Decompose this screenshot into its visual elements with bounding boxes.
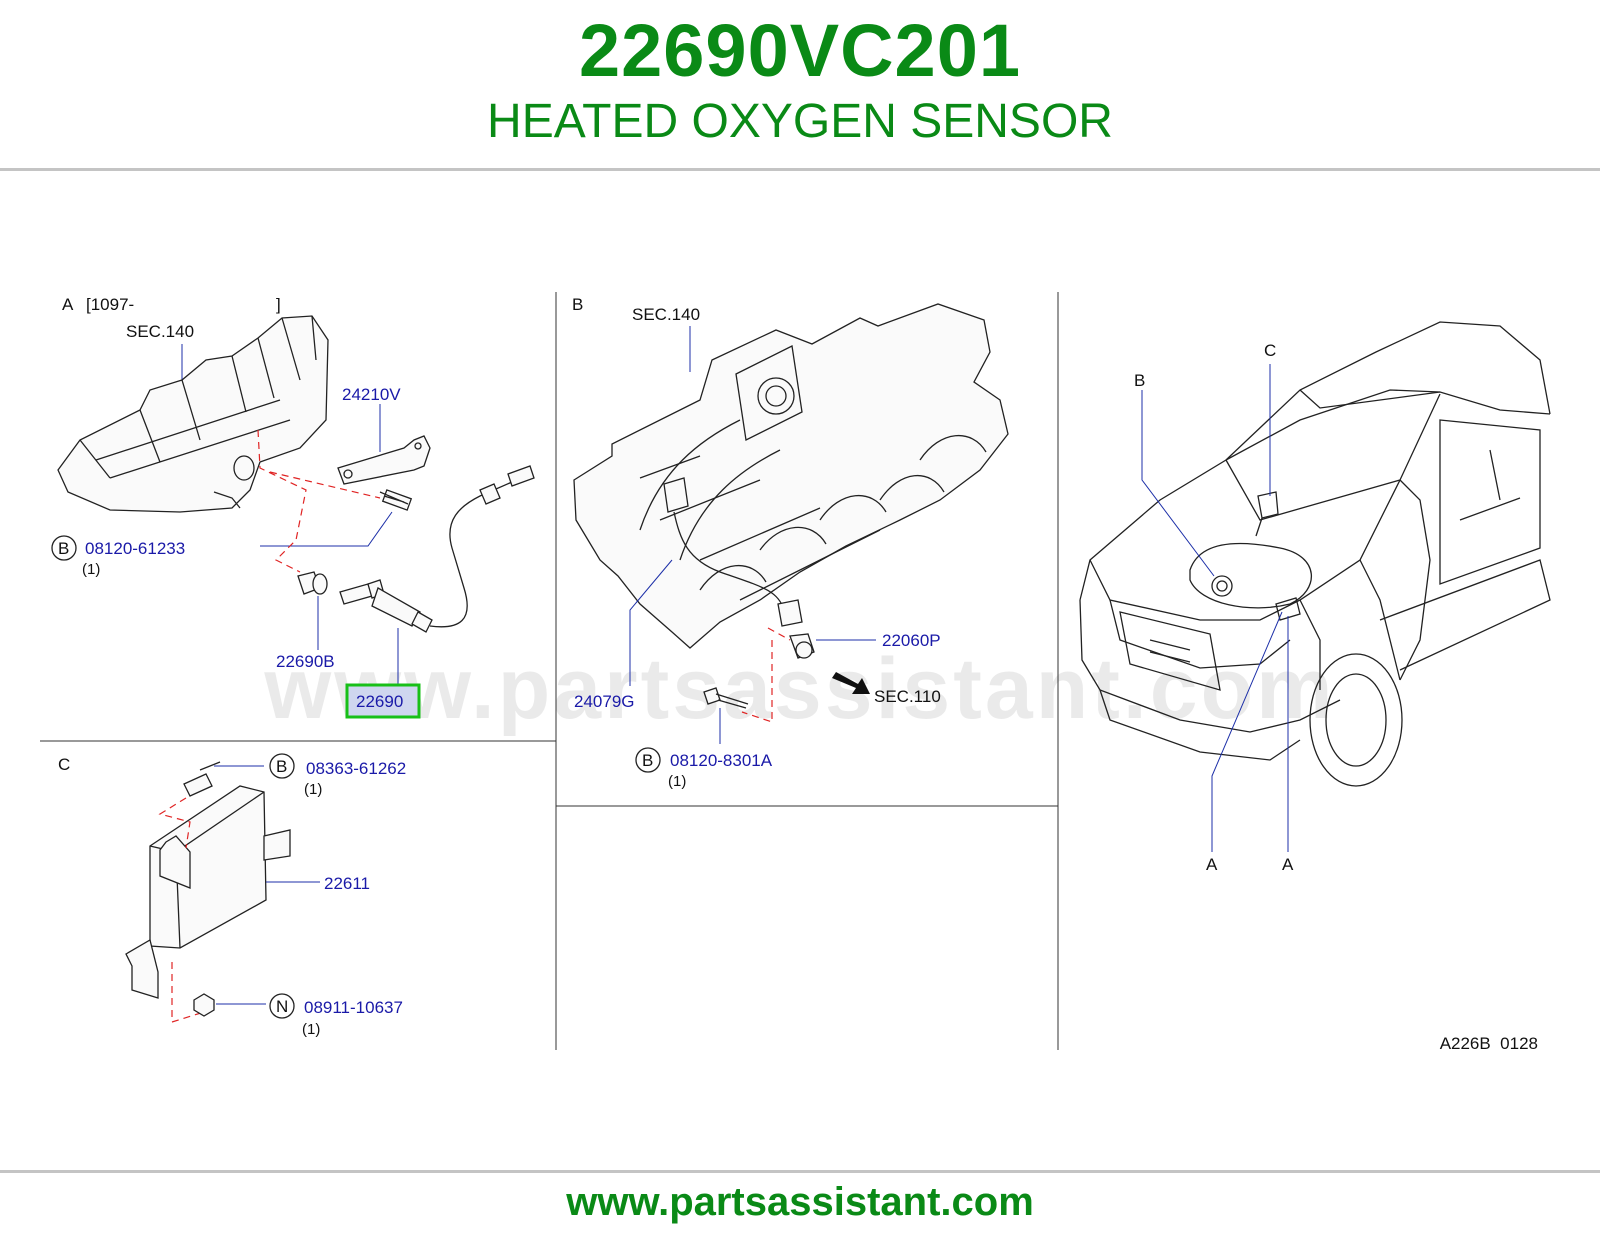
bracket-24210v-drawing: [337, 435, 431, 485]
vehicle-label-b: B: [1134, 371, 1145, 390]
page-title: 22690VC201: [578, 9, 1022, 92]
knock-sensor-22060p-drawing: [789, 633, 815, 659]
header: 22690VC201 HEATED OXYGEN SENSOR: [0, 0, 1600, 170]
part-08363-61262-label[interactable]: 08363-61262: [306, 759, 406, 778]
vehicle-label-a-right: A: [1282, 855, 1294, 874]
badge-b-circle-c: [269, 753, 295, 779]
control-module-22611-drawing: [125, 785, 291, 999]
nut-08911-10637-drawing: [193, 993, 215, 1017]
section-a: A [1097- ] SEC.140 24210V B 08120-6123: [51, 295, 535, 719]
part-08911-10637-label[interactable]: 08911-10637: [304, 998, 403, 1017]
highlight-box-22690: [345, 683, 421, 719]
heat-shield-drawing: [57, 315, 329, 513]
section-b-label: B: [572, 295, 583, 314]
section-b-sec-ref-arrow: SEC.110: [874, 687, 941, 706]
section-a-label: A: [62, 295, 74, 314]
part-08120-8301a-label[interactable]: 08120-8301A: [670, 751, 773, 770]
part-08120-61233-badge: B: [58, 539, 69, 558]
badge-b-circle-a: [51, 535, 77, 561]
intake-manifold-drawing: [573, 303, 1009, 649]
bolt-08120-8301a-drawing: [703, 687, 749, 709]
badge-b-circle-b: [635, 747, 661, 773]
vehicle-label-c: C: [1264, 341, 1276, 360]
header-divider: [0, 168, 1600, 171]
part-08911-10637-badge: N: [276, 997, 288, 1016]
bolt-08120-61233-drawing: [379, 489, 413, 511]
section-b-sec-ref-top: SEC.140: [632, 305, 700, 324]
part-22060p-label[interactable]: 22060P: [882, 631, 941, 650]
part-22690-label[interactable]: 22690: [356, 692, 403, 711]
washer-22690b-drawing: [297, 571, 328, 595]
section-a-bracket-open: [1097-: [86, 295, 134, 314]
part-08911-10637-qty: (1): [302, 1021, 320, 1038]
part-08120-8301a-badge: B: [642, 751, 653, 770]
part-08363-61262-badge: B: [276, 757, 287, 776]
part-08120-8301a-qty: (1): [668, 773, 686, 790]
panel-frames: [40, 292, 1059, 1050]
section-b: B SEC.140 24079G 22060P SEC: [572, 295, 1009, 790]
section-c-label: C: [58, 755, 70, 774]
section-a-bracket-close: ]: [276, 295, 281, 314]
page-subtitle: HEATED OXYGEN SENSOR: [487, 95, 1113, 148]
part-24079g-label[interactable]: 24079G: [574, 692, 635, 711]
vehicle-label-a-left: A: [1206, 855, 1218, 874]
part-22690b-label[interactable]: 22690B: [276, 652, 335, 671]
part-08363-61262-qty: (1): [304, 781, 322, 798]
part-08120-61233-qty: (1): [82, 561, 100, 578]
bolt-08363-61262-drawing: [183, 761, 221, 797]
arrow-sec-110-icon: [832, 672, 870, 694]
part-08120-61233-label[interactable]: 08120-61233: [85, 539, 185, 558]
diagram-code: A226B 0128: [1440, 1034, 1538, 1053]
footer-url[interactable]: www.partsassistant.com: [566, 1180, 1034, 1224]
part-24210v-label[interactable]: 24210V: [342, 385, 401, 404]
section-c: C B 08363-61262 (1) 22611 N 08911-10637 …: [58, 753, 406, 1038]
part-22611-label[interactable]: 22611: [324, 874, 370, 893]
oxygen-sensor-22690-drawing: [339, 465, 535, 633]
vehicle-drawing: [1079, 321, 1551, 787]
badge-n-circle-c: [269, 993, 295, 1019]
vehicle-view: B C A A: [1079, 321, 1551, 874]
sensor-harness-drawing: [663, 477, 803, 627]
footer-divider: [0, 1170, 1600, 1173]
section-a-sec-ref: SEC.140: [126, 322, 194, 341]
